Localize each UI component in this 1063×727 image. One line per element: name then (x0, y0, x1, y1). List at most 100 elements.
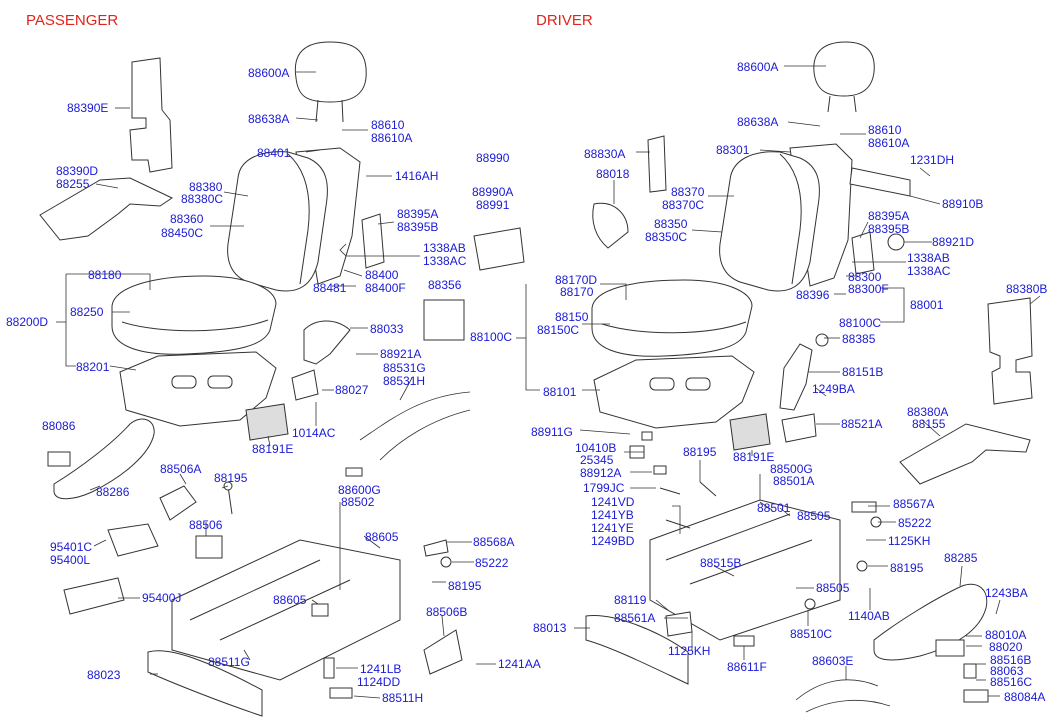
label-p-88201: 88201 (76, 360, 110, 374)
label-d-88610: 88610 (868, 123, 902, 137)
label-d-25345: 25345 (580, 453, 614, 467)
label-d-88505a: 88505 (797, 509, 831, 523)
label-p-88380: 88380 (189, 180, 223, 194)
label-p-88506: 88506 (189, 518, 223, 532)
driver-labels: 88600A 88638A 88610 88610A 88830A 88301 … (470, 60, 1047, 704)
label-d-88912A: 88912A (580, 466, 621, 480)
label-p-88395B: 88395B (397, 220, 438, 234)
label-d-88910B: 88910B (942, 197, 983, 211)
passenger-side-trim (53, 418, 155, 500)
label-d-1140AB: 1140AB (848, 609, 890, 623)
label-d-88385: 88385 (842, 332, 876, 346)
label-d-1241VD: 1241VD (591, 495, 635, 509)
label-p-88511G: 88511G (208, 655, 250, 669)
driver-front-trim (585, 614, 689, 685)
label-d-1125KH2: 1125KH (668, 644, 710, 658)
label-d-88100C: 88100C (470, 330, 512, 344)
label-p-1338AC: 1338AC (423, 254, 467, 268)
label-d-88155: 88155 (912, 417, 946, 431)
label-d-88020: 88020 (989, 640, 1023, 654)
label-p-88191E: 88191E (252, 442, 293, 456)
label-d-88100C2: 88100C (839, 316, 881, 330)
label-d-88396: 88396 (796, 288, 830, 302)
label-d-88084A: 88084A (1004, 690, 1045, 704)
passenger-front-trim (147, 650, 263, 717)
label-d-88501: 88501 (757, 501, 791, 515)
label-p-88033: 88033 (370, 322, 404, 336)
label-p-88568A: 88568A (473, 535, 514, 549)
label-p-88511H: 88511H (382, 691, 423, 705)
label-d-88501A: 88501A (773, 474, 814, 488)
driver-side-trim (873, 583, 988, 661)
label-d-88830A: 88830A (584, 147, 625, 161)
label-d-88567A: 88567A (893, 497, 934, 511)
driver-headrest (813, 41, 875, 113)
label-d-88370C: 88370C (662, 198, 704, 212)
label-p-1014AC: 1014AC (292, 426, 336, 440)
label-d-88516C: 88516C (990, 675, 1032, 689)
label-d-1338AB: 1338AB (907, 251, 950, 265)
label-d-1125KH: 1125KH (888, 534, 930, 548)
label-p-88600A: 88600A (248, 66, 289, 80)
label-d-1241YE: 1241YE (591, 521, 634, 535)
label-p-95400J: 95400J (142, 591, 181, 605)
label-p-88255: 88255 (56, 177, 90, 191)
passenger-seat-frame (171, 539, 401, 681)
label-p-88605b: 88605 (273, 593, 307, 607)
label-d-10410B: 10410B (575, 441, 616, 455)
label-d-88300F: 88300F (848, 282, 889, 296)
label-p-95401C: 95401C (50, 540, 92, 554)
label-p-88027: 88027 (335, 383, 369, 397)
label-d-88300: 88300 (848, 270, 882, 284)
label-d-88101: 88101 (543, 385, 577, 399)
label-d-88521A: 88521A (841, 417, 882, 431)
label-d-88170D: 88170D (555, 273, 597, 287)
label-d-88018: 88018 (596, 167, 630, 181)
label-d-88500G: 88500G (770, 462, 813, 476)
label-d-88001: 88001 (910, 298, 944, 312)
label-p-88531H: 88531H (383, 374, 425, 388)
label-p-88250: 88250 (70, 305, 104, 319)
label-d-88151B: 88151B (842, 365, 883, 379)
label-p-88638A: 88638A (248, 112, 289, 126)
label-d-1243BA: 1243BA (985, 586, 1028, 600)
label-p-88610: 88610 (371, 118, 405, 132)
label-d-88516B: 88516B (990, 653, 1031, 667)
label-d-88150: 88150 (555, 310, 589, 324)
label-p-88502: 88502 (341, 495, 375, 509)
label-p-88531G: 88531G (383, 361, 426, 375)
passenger-back-cushion (227, 151, 328, 292)
label-p-1241AA: 1241AA (498, 657, 541, 671)
label-d-88010A: 88010A (985, 628, 1026, 642)
label-p-88921A: 88921A (380, 347, 421, 361)
label-p-1416AH: 1416AH (395, 169, 438, 183)
passenger-seat-cushion (111, 275, 277, 355)
label-p-88395A: 88395A (397, 207, 438, 221)
label-p-88390E: 88390E (67, 101, 108, 115)
label-p-88195a: 88195 (214, 471, 248, 485)
label-p-88356: 88356 (428, 278, 462, 292)
passenger-back-panel (129, 57, 173, 173)
label-p-88286: 88286 (96, 485, 130, 499)
label-d-88285: 88285 (944, 551, 978, 565)
label-d-88195a: 88195 (683, 445, 717, 459)
label-p-88450C: 88450C (161, 226, 203, 240)
label-d-88610A: 88610A (868, 136, 909, 150)
label-d-88395A: 88395A (868, 209, 909, 223)
label-d-1249BA: 1249BA (812, 382, 855, 396)
label-p-85222: 85222 (475, 556, 509, 570)
passenger-parts (39, 41, 525, 717)
label-d-88510C: 88510C (790, 627, 832, 641)
driver-back-panel (987, 297, 1033, 405)
label-d-88170: 88170 (560, 285, 594, 299)
label-p-1338AB: 1338AB (423, 241, 466, 255)
label-p-88506B: 88506B (426, 605, 467, 619)
label-d-88119: 88119 (614, 593, 647, 607)
label-p-88390D: 88390D (56, 164, 98, 178)
label-p-1124DD: 1124DD (357, 675, 400, 689)
label-p-88195b: 88195 (448, 579, 482, 593)
label-d-88350C: 88350C (645, 230, 687, 244)
label-d-88150C: 88150C (537, 323, 579, 337)
